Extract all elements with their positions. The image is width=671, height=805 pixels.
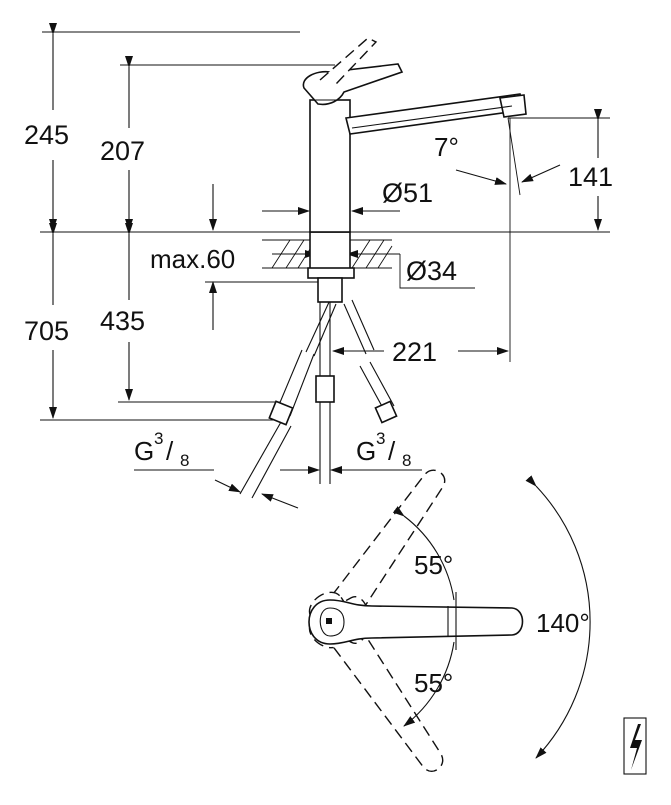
thread-label-left: G 3 / 8: [134, 429, 214, 471]
svg-text:3: 3: [154, 429, 163, 448]
dim-hole-diameter: Ø34: [406, 256, 457, 286]
svg-text:G: G: [356, 436, 376, 466]
electrical-lightning-icon: [623, 717, 647, 775]
dim-h-spout-top: 207: [100, 136, 145, 166]
svg-text:G: G: [134, 436, 154, 466]
svg-text:8: 8: [402, 451, 411, 470]
dim-body-diameter: Ø51: [382, 178, 433, 208]
svg-text:8: 8: [180, 451, 189, 470]
dim-spout-angle: 7°: [434, 132, 459, 162]
top-view: [308, 469, 591, 772]
supply-hoses: [239, 299, 398, 499]
side-view: [40, 23, 610, 509]
thread-label-right: G 3 / 8: [356, 429, 422, 471]
svg-text:3: 3: [376, 429, 385, 448]
dim-below-total: 705: [24, 316, 69, 346]
dim-h-outlet: 141: [568, 162, 613, 192]
dim-reach: 221: [392, 337, 437, 367]
dim-below-hose: 435: [100, 306, 145, 336]
dim-h-total: 245: [24, 120, 69, 150]
svg-text:/: /: [388, 436, 396, 466]
svg-text:/: /: [166, 436, 174, 466]
dim-swing-upper: 55°: [414, 550, 453, 580]
faucet-body: [302, 37, 527, 303]
dim-max-thickness: max.60: [150, 244, 235, 274]
worktop-hatch: [262, 239, 393, 269]
dim-swing-total: 140°: [536, 608, 590, 638]
dim-swing-lower: 55°: [414, 668, 453, 698]
